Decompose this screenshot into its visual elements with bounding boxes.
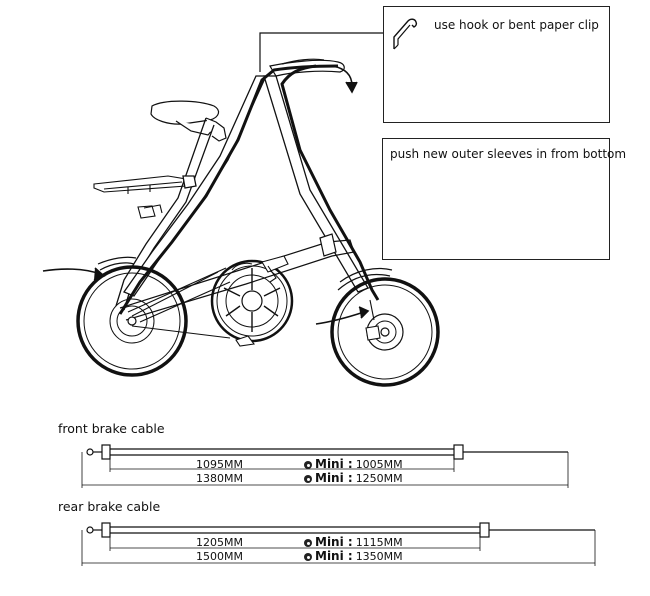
front-inner-length: 1380MM	[196, 472, 243, 485]
rear-cable-title: rear brake cable	[58, 499, 161, 514]
hook-icon	[393, 18, 418, 50]
mini-label: Mini :	[315, 549, 353, 563]
callout-hook: use hook or bent paper clip	[383, 6, 610, 123]
rear-wheel	[76, 256, 188, 377]
brake-cable-housing	[118, 64, 380, 315]
callout-hook-text: use hook or bent paper clip	[434, 18, 599, 32]
front-outer-mini-value: 1005MM	[355, 458, 403, 471]
rear-rack	[93, 175, 187, 219]
leader-lines	[259, 32, 384, 72]
arrow-icon	[42, 65, 370, 325]
front-inner-mini-value: 1250MM	[355, 472, 403, 485]
rear-outer-length: 1205MM	[196, 536, 243, 549]
rear-cable-diagram	[81, 522, 596, 566]
front-wheel	[330, 267, 440, 387]
bullet-icon	[304, 461, 312, 469]
mini-label: Mini :	[315, 535, 353, 549]
front-outer-mini: Mini :1005MM	[304, 457, 403, 471]
mini-label: Mini :	[315, 457, 353, 471]
rear-inner-mini: Mini :1350MM	[304, 549, 403, 563]
front-outer-length: 1095MM	[196, 458, 243, 471]
front-inner-mini: Mini :1250MM	[304, 471, 403, 485]
front-cable-diagram	[81, 444, 569, 488]
saddle	[150, 100, 227, 142]
bullet-icon	[304, 539, 312, 547]
front-cable-title: front brake cable	[58, 421, 165, 436]
callout-sleeves-text: push new outer sleeves in from bottom	[390, 147, 627, 161]
bullet-icon	[304, 553, 312, 561]
rear-outer-mini-value: 1115MM	[355, 536, 403, 549]
callout-sleeves: push new outer sleeves in from bottom	[382, 138, 626, 260]
mini-label: Mini :	[315, 471, 353, 485]
chainring	[210, 255, 294, 347]
bullet-icon	[304, 475, 312, 483]
chain	[131, 271, 231, 339]
rear-outer-mini: Mini :1115MM	[304, 535, 403, 549]
rear-inner-length: 1500MM	[196, 550, 243, 563]
rear-inner-mini-value: 1350MM	[355, 550, 403, 563]
